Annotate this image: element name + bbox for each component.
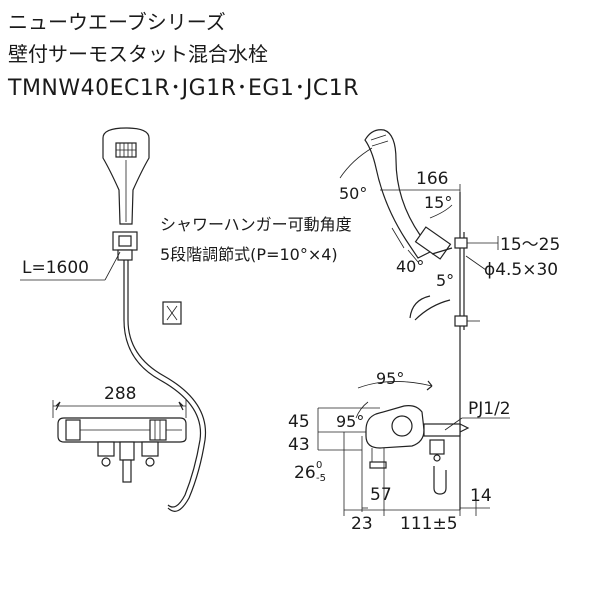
phi-leader xyxy=(465,255,487,271)
angle-50-text: 50° xyxy=(339,184,367,203)
dim-15-25-text: 15～25 xyxy=(500,235,560,255)
shower-head-side-view xyxy=(364,129,431,259)
hanger-note-line1: シャワーハンガー可動角度 xyxy=(160,215,352,234)
dimension-14: 14 xyxy=(460,486,492,516)
dim-26-text: 26 xyxy=(294,463,316,483)
angle-95-inner-text: 95° xyxy=(336,412,364,431)
angle-15: 15° xyxy=(424,193,452,219)
angle-95-top-text: 95° xyxy=(376,369,404,388)
angle-5: 5° xyxy=(436,271,454,290)
hose-length-label: L=1600 xyxy=(20,251,121,281)
product-title: 壁付サーモスタット混合水栓 xyxy=(8,42,268,66)
dimension-166: 166 xyxy=(380,169,461,196)
mounting-screw-bottom xyxy=(454,315,480,327)
angle-95-top: 95° xyxy=(357,369,433,391)
dim-45-text: 45 xyxy=(288,412,310,432)
angle-40-text: 40° xyxy=(396,257,424,276)
angle-95-inner: 95° xyxy=(336,401,369,431)
mounting-screw-top xyxy=(454,236,499,250)
dimension-43: 43 xyxy=(288,408,366,455)
bottom-dimension-line xyxy=(343,432,461,516)
dim-166-text: 166 xyxy=(416,169,448,189)
hose xyxy=(123,260,207,512)
model-number: TMNW40EC1R･JG1R･EG1･JC1R xyxy=(8,76,360,101)
pipe-thread-label: PJ1/2 xyxy=(444,399,511,431)
dim-phi-text: ϕ4.5×30 xyxy=(484,260,558,280)
pipe-thread-text: PJ1/2 xyxy=(468,399,511,419)
dimension-26: 26 0 -5 xyxy=(294,449,362,484)
dim-43-text: 43 xyxy=(288,435,310,455)
angle-40: 40° xyxy=(396,249,424,276)
dimension-57: 57 xyxy=(361,436,392,512)
width-288-text: 288 xyxy=(104,384,136,404)
hanger-front-view xyxy=(162,301,182,325)
hose-length-text: L=1600 xyxy=(22,258,89,278)
faucet-front-view: 288 xyxy=(52,384,187,483)
angle-50: 50° xyxy=(339,147,373,203)
angle-5-text: 5° xyxy=(436,271,454,290)
dim-111-text: 111±5 xyxy=(400,514,458,534)
hanger-note-line2: 5段階調節式(P=10°×4) xyxy=(160,245,338,264)
shower-hanger xyxy=(409,226,453,321)
dim-26-upper-tol: 0 xyxy=(316,460,322,471)
dim-26-lower-tol: -5 xyxy=(316,473,326,484)
hanger-angle-note: シャワーハンガー可動角度 5段階調節式(P=10°×4) xyxy=(160,215,405,264)
hose-connector xyxy=(112,231,138,261)
faucet-side-view xyxy=(365,405,470,495)
shower-head-front-view xyxy=(102,127,150,225)
dim-23-text: 23 xyxy=(351,514,373,534)
series-title: ニューウエーブシリーズ xyxy=(8,10,226,34)
dimension-45: 45 xyxy=(288,407,380,432)
dim-57-text: 57 xyxy=(370,485,392,505)
dim-14-text: 14 xyxy=(470,486,492,506)
angle-15-text: 15° xyxy=(424,193,452,212)
